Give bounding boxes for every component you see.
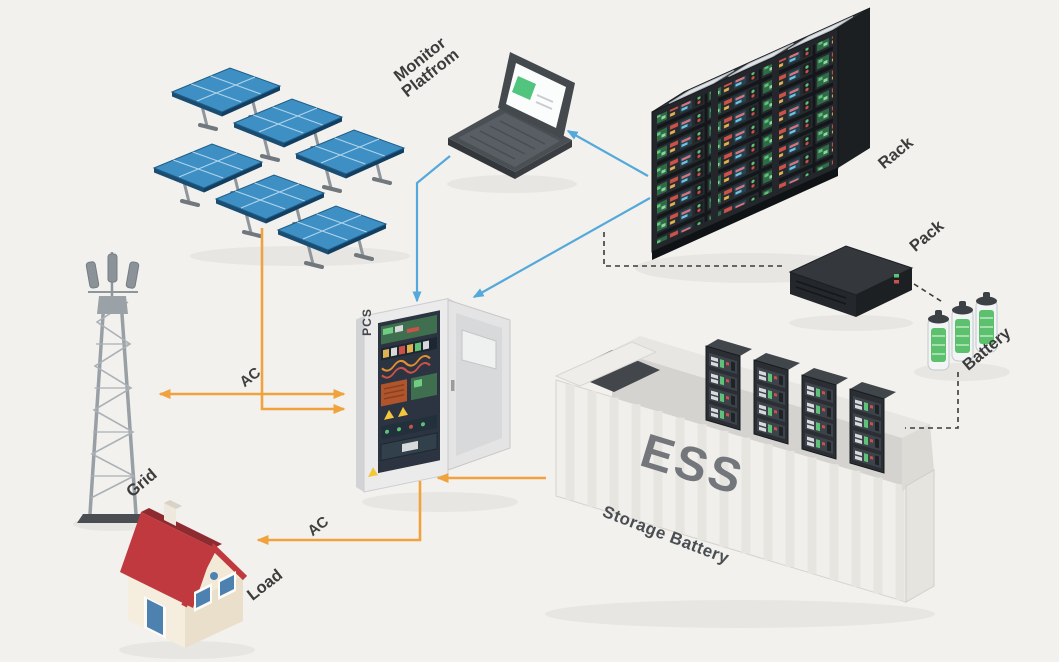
attic-window (210, 572, 218, 580)
pcs-door-handle (451, 380, 455, 391)
tower-cap (97, 296, 128, 314)
tower-base (77, 514, 149, 523)
line-rack-to-monitor (566, 130, 649, 177)
pack-top-face (788, 245, 914, 296)
label-pcs: PCS (360, 308, 374, 336)
rack-plinth (652, 168, 838, 260)
connections (158, 130, 959, 545)
line-rack-to-pcs (472, 197, 651, 298)
battery-cell (927, 310, 950, 371)
tower-poles (88, 299, 138, 515)
door (147, 599, 163, 635)
pcs-cabinet (356, 298, 511, 493)
rack-side-face (838, 8, 870, 168)
battery-group (927, 292, 998, 371)
line-battery-to-ess (905, 372, 959, 429)
roof-edge (181, 543, 248, 608)
container-roof-near (554, 341, 658, 387)
grid-tower (77, 252, 149, 523)
window (220, 575, 234, 596)
battery-cell (951, 301, 974, 362)
window (196, 587, 210, 608)
tower-rungs (91, 343, 134, 477)
laptop-base-front (448, 138, 515, 179)
line-monitor-to-pcs (412, 155, 451, 303)
pcs-front (363, 298, 449, 493)
tower-lattice (90, 301, 136, 499)
chimney (164, 503, 176, 526)
container-end-face (905, 469, 935, 603)
laptop-keyboard (458, 113, 560, 167)
battery-cell (975, 292, 998, 353)
roof-main (120, 512, 214, 608)
rack-top-vents (668, 16, 854, 104)
laptop-base-side (515, 140, 572, 179)
laptop-keys (469, 120, 546, 160)
screen-text-lines (535, 94, 554, 110)
chimney-top (164, 500, 182, 509)
warning-icon (384, 406, 408, 420)
rack (651, 7, 871, 260)
warning-sticker (368, 467, 378, 478)
rack-module-columns (657, 36, 833, 244)
pack-led-red (894, 280, 899, 284)
screen-chart-block (512, 76, 536, 100)
line-pack-to-battery (913, 283, 945, 304)
antenna-panels (85, 253, 140, 289)
roof-back (141, 508, 222, 548)
line-rack-to-pack (603, 232, 786, 267)
line-pcs-to-load (256, 481, 422, 545)
pack-front-face (790, 272, 856, 317)
ess-container (554, 336, 935, 603)
pack-vents (795, 280, 847, 305)
load-house (120, 500, 248, 648)
monitor-platform (448, 52, 575, 179)
container-corrugation (565, 384, 905, 601)
line-solar-to-pcs (260, 228, 346, 414)
pack-led-green (894, 274, 899, 278)
pcs-left-face (356, 316, 364, 492)
pack (788, 245, 914, 317)
pcs-door-window (461, 329, 497, 370)
